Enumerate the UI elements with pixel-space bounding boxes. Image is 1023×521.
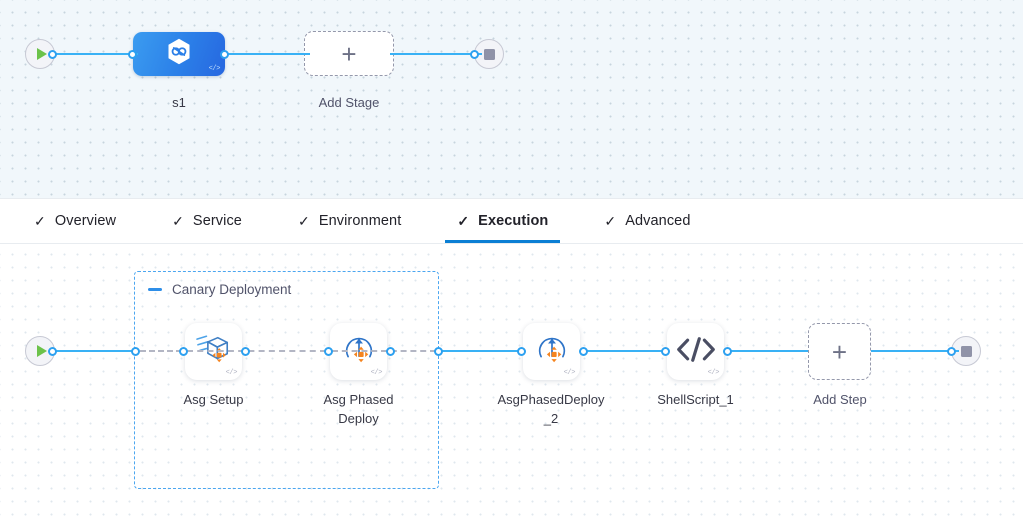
port-group-out[interactable] bbox=[434, 346, 443, 356]
check-icon: ✓ bbox=[457, 213, 470, 229]
asg-phased-deploy-icon bbox=[340, 331, 378, 372]
port-asg-phased-in[interactable] bbox=[324, 346, 333, 356]
play-icon bbox=[36, 48, 47, 60]
step-code-badge: </> bbox=[563, 369, 576, 377]
tab-label: Overview bbox=[54, 213, 117, 229]
link-addstep-to-end bbox=[871, 349, 959, 353]
plus-icon: + bbox=[831, 336, 848, 367]
add-stage-button[interactable]: + bbox=[304, 31, 394, 76]
port-stage-in[interactable] bbox=[128, 49, 137, 59]
port-asg-phased-2-out[interactable] bbox=[579, 346, 588, 356]
tab-overview[interactable]: ✓ Overview bbox=[22, 199, 128, 243]
asg-phased-deploy-icon bbox=[533, 331, 571, 372]
link-asgphased2-to-shellscript bbox=[586, 349, 666, 353]
port-start-out[interactable] bbox=[48, 49, 57, 59]
plus-icon: + bbox=[341, 38, 357, 69]
stage-code-badge: </> bbox=[208, 65, 221, 73]
check-icon: ✓ bbox=[604, 213, 617, 229]
link-group-to-asgphased2 bbox=[440, 349, 522, 353]
link-group-in-to-asgsetup bbox=[140, 350, 182, 352]
stop-icon bbox=[483, 48, 495, 60]
link-start-to-group bbox=[52, 349, 136, 353]
tab-advanced[interactable]: ✓ Advanced bbox=[592, 199, 702, 243]
step-node-shellscript-1[interactable]: </> bbox=[667, 323, 724, 380]
stage-config-tabs[interactable]: ✓ Overview ✓ Service ✓ Environment ✓ Exe… bbox=[0, 198, 1023, 244]
step-label-asg-phased-deploy: Asg Phased Deploy bbox=[323, 392, 394, 426]
check-icon: ✓ bbox=[172, 213, 184, 229]
port-asg-phased-2-in[interactable] bbox=[517, 346, 526, 356]
step-label-asg-setup: Asg Setup bbox=[183, 392, 244, 407]
port-asg-setup-in[interactable] bbox=[179, 346, 188, 356]
port-end-in[interactable] bbox=[470, 49, 479, 59]
port-group-in[interactable] bbox=[131, 346, 140, 356]
add-step-label: Add Step bbox=[813, 392, 867, 407]
tab-environment[interactable]: ✓ Environment bbox=[286, 199, 413, 243]
harness-cd-hexagon-icon bbox=[164, 37, 194, 72]
tab-label: Execution bbox=[478, 213, 549, 229]
step-group-canary-deployment[interactable] bbox=[134, 271, 439, 489]
port-exec-start-out[interactable] bbox=[48, 346, 57, 356]
stage-node-s1[interactable]: </> bbox=[133, 32, 225, 76]
link-shellscript-to-addstep bbox=[730, 349, 808, 353]
port-exec-end-in[interactable] bbox=[947, 346, 956, 356]
play-icon bbox=[36, 345, 47, 357]
stage-label-s1: s1 bbox=[172, 95, 186, 110]
step-group-title: Canary Deployment bbox=[172, 282, 292, 297]
tab-label: Service bbox=[192, 213, 242, 229]
step-node-asg-phased-deploy-2[interactable]: </> bbox=[523, 323, 580, 380]
add-stage-label: Add Stage bbox=[318, 95, 380, 110]
step-label-shellscript-1: ShellScript_1 bbox=[657, 392, 734, 407]
step-code-badge: </> bbox=[707, 369, 720, 377]
add-step-button[interactable]: + bbox=[808, 323, 871, 380]
port-asg-phased-out[interactable] bbox=[386, 346, 395, 356]
step-group-header[interactable]: Canary Deployment bbox=[148, 282, 291, 297]
tab-label: Environment bbox=[318, 213, 402, 229]
port-shellscript-in[interactable] bbox=[661, 346, 670, 356]
link-asgphased-to-group-out bbox=[332, 350, 436, 352]
stop-icon bbox=[960, 345, 972, 357]
step-code-badge: </> bbox=[225, 369, 238, 377]
check-icon: ✓ bbox=[34, 213, 46, 229]
port-shellscript-out[interactable] bbox=[723, 346, 732, 356]
link-start-to-stage bbox=[52, 53, 138, 56]
port-asg-setup-out[interactable] bbox=[241, 346, 250, 356]
execution-canvas[interactable]: Canary Deployment bbox=[0, 244, 1023, 521]
asg-setup-box-icon bbox=[195, 332, 233, 371]
step-label-asg-phased-deploy-2: AsgPhasedDeploy_2 bbox=[497, 392, 605, 426]
tab-service[interactable]: ✓ Service bbox=[160, 199, 254, 243]
tab-label: Advanced bbox=[625, 213, 691, 229]
minus-icon[interactable] bbox=[148, 288, 162, 291]
link-addstage-to-end bbox=[390, 53, 482, 56]
link-stage-to-addstage bbox=[222, 53, 310, 56]
step-code-badge: </> bbox=[370, 369, 383, 377]
stage-canvas[interactable]: </> s1 + Add Stage bbox=[0, 0, 1023, 198]
check-icon: ✓ bbox=[297, 213, 310, 229]
port-stage-out[interactable] bbox=[220, 49, 229, 59]
code-brackets-icon bbox=[675, 335, 717, 368]
link-asgsetup-to-asgphased bbox=[187, 350, 326, 352]
tab-execution[interactable]: ✓ Execution bbox=[445, 199, 561, 243]
